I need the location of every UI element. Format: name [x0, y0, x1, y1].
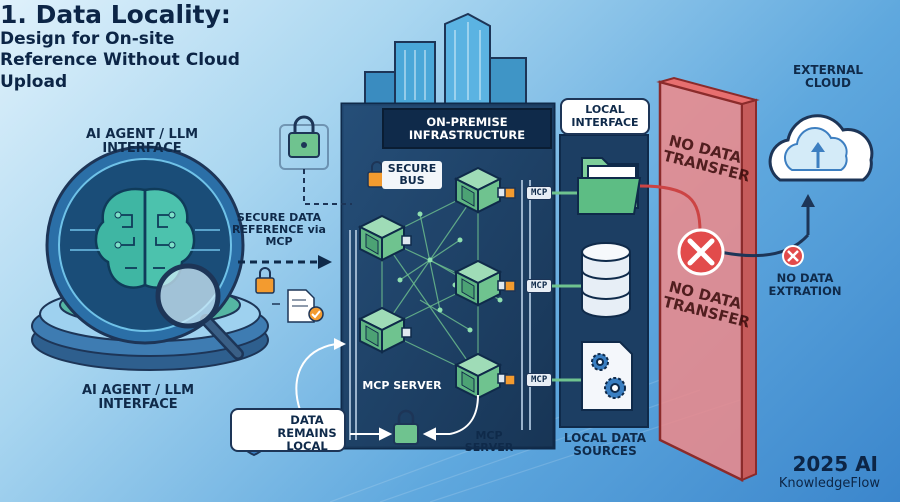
mcp-tag-1: MCP: [526, 186, 553, 200]
server-cube-4: [453, 259, 508, 307]
no-extraction-label: NO DATA EXTRATION: [768, 271, 842, 298]
no-transfer-wall: [656, 76, 760, 483]
external-cloud-label: EXTERNAL CLOUD: [792, 63, 864, 91]
blocked-path: [639, 184, 815, 258]
server-cubes: [357, 166, 508, 400]
folder-icon: [577, 157, 642, 215]
return-arc: [295, 343, 337, 411]
ai-agent-label-top: AI AGENT / LLM INTERFACE: [85, 127, 199, 157]
server-rail: [349, 180, 531, 440]
server-cube-1: [357, 214, 412, 262]
mcp-server-inner-label: MCP SERVER: [362, 379, 442, 392]
mcp-tag-2: MCP: [526, 279, 553, 293]
secure-bus-label: SECURE BUS: [382, 161, 442, 190]
page-title: 1. Data Locality:: [0, 0, 231, 29]
extraction-x-icon: [782, 245, 804, 267]
ai-agent-label-bottom: AI AGENT / LLM INTERFACE: [81, 383, 195, 413]
building-icons: [364, 12, 527, 105]
magnifier-icon: [155, 263, 244, 360]
reference-arrow: [238, 255, 332, 269]
brand-year: 2025 AI: [792, 452, 878, 476]
secure-reference-label: SECURE DATA REFERENCE via MCP: [232, 211, 326, 249]
local-sources-label: LOCAL DATA SOURCES: [563, 431, 647, 459]
database-icon: [581, 242, 631, 318]
orange-connectors: [504, 187, 516, 386]
server-cube-2: [357, 306, 412, 354]
padlock-icon-bottom: [393, 409, 419, 445]
mcp-tag-3: MCP: [526, 373, 553, 387]
return-arc-head: [334, 338, 346, 350]
brand-name: KnowledgeFlow: [778, 476, 880, 491]
server-cube-5: [453, 352, 508, 400]
padlock-link: [303, 169, 352, 205]
document-gears-icon: [581, 341, 633, 411]
blocked-x-icon: [677, 228, 725, 276]
local-return-arrows: [350, 394, 479, 441]
document-check-icon: [272, 289, 324, 323]
padlock-icon-small: [255, 267, 275, 294]
padlock-icon-green: [279, 115, 329, 170]
cloud-icon: [768, 114, 874, 182]
local-interface-label: LOCAL INTERFACE: [560, 98, 650, 136]
on-premise-label: ON-PREMISE INFRASTRUCTURE: [382, 108, 552, 150]
page-subtitle: Design for On-site Reference Without Clo…: [0, 29, 240, 92]
data-remains-local-box: DATA REMAINS LOCAL: [230, 408, 346, 454]
mcp-server-bottom-label: MCP SERVER: [464, 429, 514, 455]
data-remains-label: DATA REMAINS LOCAL: [277, 413, 337, 454]
